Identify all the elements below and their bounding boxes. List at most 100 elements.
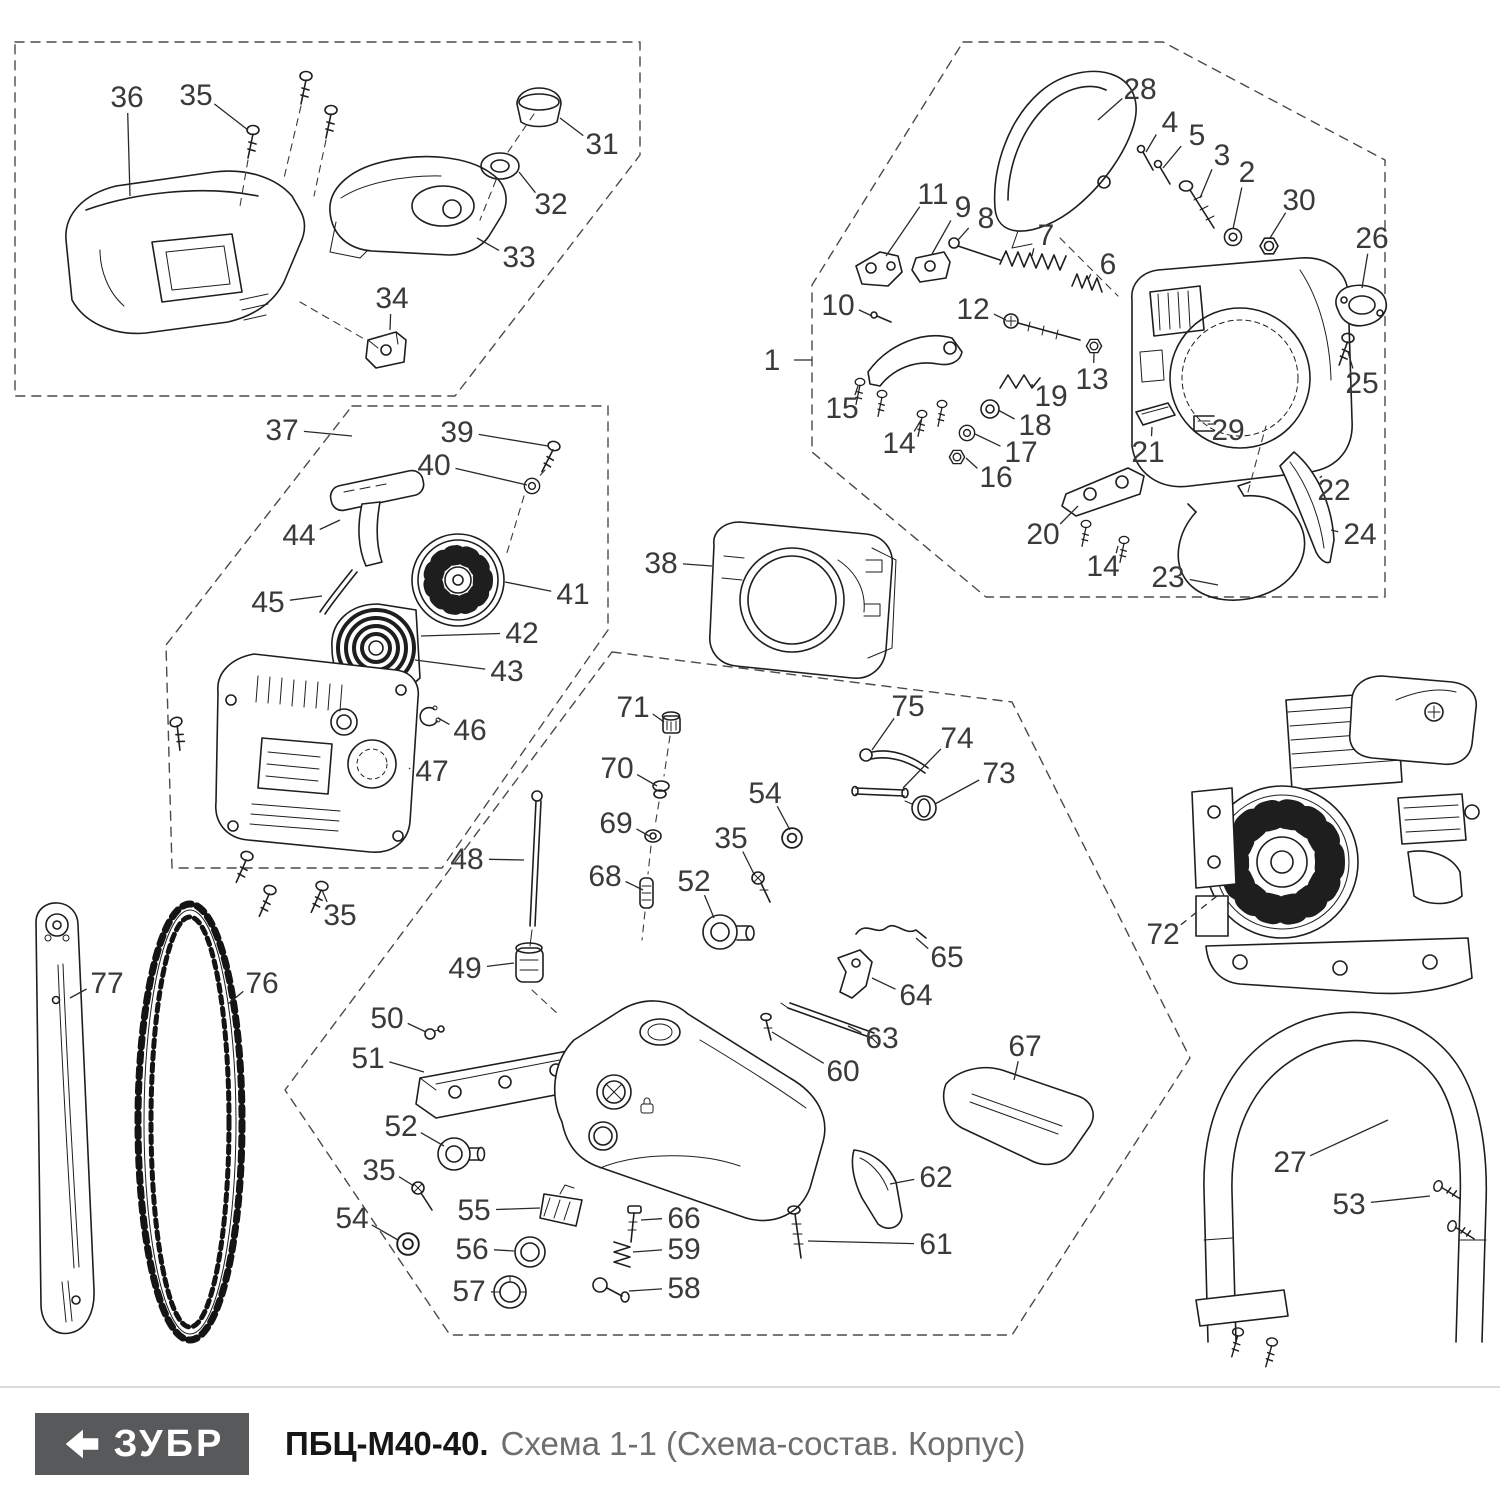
part-33-air-filter-cover (329, 155, 507, 259)
leader-line-7 (1031, 248, 1035, 257)
leader-line-62 (889, 1178, 915, 1185)
part-callout-54: 54 (335, 1202, 368, 1235)
leader-line-66 (640, 1218, 663, 1221)
leader-line-73 (934, 779, 980, 805)
group-box-starter (165, 405, 609, 869)
screw-53-b (1445, 1218, 1479, 1241)
parts-48-49-oil-pickup (515, 790, 561, 1017)
part-44-starter-grip (329, 469, 425, 567)
part-19-spring-wire (999, 374, 1041, 389)
parts-71-70-69-68-oil-line-stack (639, 711, 681, 941)
leader-line-17 (974, 433, 1001, 447)
leader-line-59 (632, 1249, 663, 1253)
part-22-brake-cover (1131, 257, 1353, 488)
leader-line-61 (807, 1240, 915, 1245)
leader-line-65 (915, 937, 929, 950)
part-callout-52: 52 (384, 1110, 417, 1143)
model-number: ПБЦ-М40-40. (285, 1425, 489, 1462)
seal-54-a (781, 827, 803, 849)
part-callout-32: 32 (534, 188, 567, 221)
leader-line-63 (847, 1025, 862, 1034)
leader-line-68 (625, 880, 644, 891)
leader-line-14 (913, 419, 922, 432)
part-67-handle-molding (942, 1066, 1094, 1166)
engine-assembly-drawing (1191, 675, 1480, 995)
part-callout-26: 26 (1355, 222, 1388, 255)
parts-66-59-58 (592, 1205, 642, 1303)
leader-line-23 (1189, 578, 1219, 586)
part-callout-31: 31 (585, 128, 618, 161)
screws-35-top-cover (239, 70, 535, 221)
part-callout-4: 4 (1162, 106, 1179, 139)
leader-line-30 (1269, 212, 1287, 239)
leader-line-54 (371, 1224, 399, 1241)
leader-line-48 (488, 858, 525, 861)
part-callout-18: 18 (1018, 409, 1051, 442)
part-callout-74: 74 (940, 722, 973, 755)
leader-line-35 (213, 103, 249, 131)
part-callout-2: 2 (1239, 156, 1256, 189)
part-callout-21: 21 (1131, 436, 1164, 469)
part-callout-35: 35 (714, 822, 747, 855)
nut-16 (948, 449, 966, 465)
part-callout-49: 49 (448, 952, 481, 985)
leader-line-43 (414, 659, 486, 670)
group-box-top-cover (14, 41, 641, 397)
fasteners-2-3-4-5-30 (1136, 144, 1279, 255)
part-callout-46: 46 (453, 714, 486, 747)
part-callout-70: 70 (600, 752, 633, 785)
part-46-circlip (419, 705, 441, 727)
part-callout-16: 16 (979, 461, 1012, 494)
part-callout-29: 29 (1211, 414, 1244, 447)
screw-35-pump (751, 871, 771, 903)
part-callout-3: 3 (1214, 139, 1231, 172)
part-callout-5: 5 (1189, 119, 1206, 152)
part-23-brake-band (1177, 425, 1306, 601)
leader-line-39 (478, 433, 549, 447)
leader-line-70 (636, 774, 658, 787)
screw-53-a (1431, 1178, 1465, 1201)
leader-line-5 (1162, 145, 1182, 169)
leader-line-47 (408, 767, 411, 770)
leader-line-35 (321, 889, 328, 903)
part-36-top-cover (65, 170, 306, 335)
brake-lever (867, 334, 963, 387)
part-callout-35: 35 (179, 79, 212, 112)
washer-18 (980, 399, 1000, 419)
part-callout-33: 33 (502, 241, 535, 274)
part-38-fan-housing (709, 521, 897, 679)
leader-line-9 (931, 220, 952, 255)
leader-line-44 (319, 519, 341, 531)
part-callout-66: 66 (667, 1202, 700, 1235)
part-callout-67: 67 (1008, 1030, 1041, 1063)
washer-17 (958, 424, 976, 442)
part-callout-45: 45 (251, 586, 284, 619)
part-24-guard-strip (1279, 451, 1335, 564)
part-callout-23: 23 (1151, 561, 1184, 594)
part-callout-68: 68 (588, 860, 621, 893)
part-9-plate (911, 251, 951, 283)
part-8-pin-and-rod (948, 237, 1001, 261)
nut-13 (1085, 338, 1103, 354)
washer-40 (523, 477, 541, 495)
leader-line-60 (771, 1031, 825, 1064)
parts-55-56-57 (493, 1184, 583, 1309)
part-callout-14: 14 (882, 427, 915, 460)
brand-name: ЗУБР (113, 1422, 225, 1465)
part-callout-9: 9 (955, 191, 972, 224)
diagram-title: ПБЦ-М40-40.Схема 1-1 (Схема-состав. Корп… (285, 1425, 1025, 1463)
leader-line-76 (227, 990, 244, 1005)
leader-line-14 (1115, 545, 1119, 554)
part-callout-39: 39 (440, 416, 473, 449)
part-callout-28: 28 (1123, 73, 1156, 106)
front-handle-bar-drawing (1195, 1011, 1488, 1369)
part-callout-11: 11 (917, 178, 948, 211)
part-26-gasket (1335, 284, 1388, 327)
leader-line-27 (1309, 1119, 1389, 1157)
parts-65-64-63-60-throttle (760, 924, 927, 1046)
part-41-rope-pulley (411, 533, 505, 627)
saw-chain-drawing (134, 900, 246, 1344)
leader-line-32 (518, 171, 536, 194)
leader-line-15 (854, 385, 859, 396)
zubr-logo: ЗУБР (35, 1413, 249, 1475)
